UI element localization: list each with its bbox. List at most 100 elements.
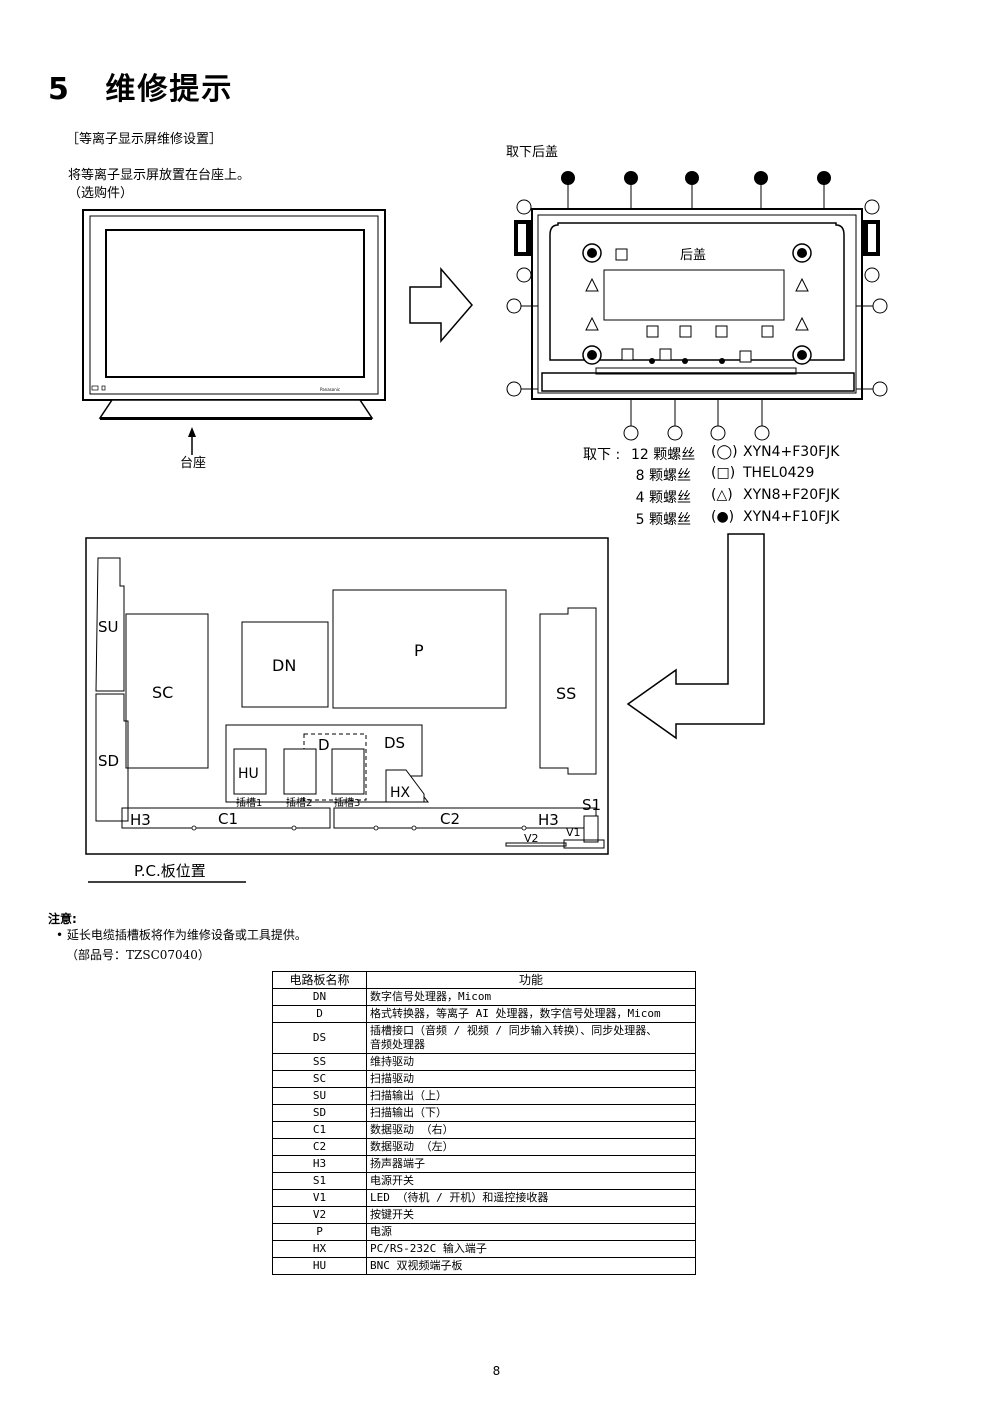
table-cell-board: SD <box>272 1104 367 1122</box>
setup-heading: ［等离子显示屏维修设置］ <box>66 132 223 147</box>
table-cell-board: DN <box>272 988 367 1006</box>
header-function: 功能 <box>366 971 696 989</box>
indicator-icon <box>101 385 106 391</box>
board-c1: C1 <box>218 810 238 828</box>
board-ss: SS <box>556 684 576 703</box>
note-line-2: （部品号：TZSC07040） <box>66 948 210 962</box>
table-cell-board: D <box>272 1005 367 1023</box>
back-chassis <box>531 208 863 400</box>
screw-open-group <box>506 199 888 441</box>
table-cell-function: 维持驱动 <box>366 1053 696 1071</box>
table-cell-function: 扬声器端子 <box>366 1155 696 1173</box>
table-cell-function: 扫描输出（下） <box>366 1104 696 1122</box>
board-h3-right: H3 <box>538 811 559 829</box>
screw-count-3: 4 颗螺丝 <box>635 490 691 506</box>
slot-1-label: 插槽1 <box>236 796 262 809</box>
table-cell-board: DS <box>272 1022 367 1054</box>
page-number: 8 <box>492 1364 501 1378</box>
tv-stand-base <box>98 399 374 419</box>
board-p: P <box>414 641 424 660</box>
board-su: SU <box>98 618 119 636</box>
table-cell-board: H3 <box>272 1155 367 1173</box>
tv-screen <box>105 229 365 378</box>
screw-square-group <box>615 248 774 363</box>
screw-filled-top-group <box>561 171 831 211</box>
table-cell-function: 扫描驱动 <box>366 1070 696 1088</box>
screw-symbol-3: (△) <box>711 487 733 503</box>
table-cell-function: 电源 <box>366 1223 696 1241</box>
section-heading: 维修提示 <box>105 72 234 107</box>
table-cell-board: HU <box>272 1257 367 1275</box>
tv-back-illustration: 后盖 <box>506 171 888 441</box>
board-h3-left: H3 <box>130 811 151 829</box>
slot-2-label: 插槽2 <box>286 796 312 809</box>
table-cell-board: C1 <box>272 1121 367 1139</box>
optional-note: （选购件） <box>68 186 134 201</box>
note-title: 注意: <box>48 912 77 926</box>
screw-part-3: XYN8+F20FJK <box>743 487 840 503</box>
table-cell-board: S1 <box>272 1172 367 1190</box>
screw-count-4: 5 颗螺丝 <box>635 512 691 528</box>
down-left-arrow-icon <box>626 533 765 740</box>
board-hu: HU <box>238 766 259 782</box>
table-cell-function: 扫描输出（上） <box>366 1087 696 1105</box>
table-cell-board: P <box>272 1223 367 1241</box>
screw-part-2: THEL0429 <box>743 465 815 481</box>
table-cell-function: 数据驱动 （左） <box>366 1138 696 1156</box>
table-cell-function: BNC 双视频端子板 <box>366 1257 696 1275</box>
header-board-name: 电路板名称 <box>272 971 367 989</box>
tv-bezel-inner <box>89 215 379 395</box>
table-cell-board: C2 <box>272 1138 367 1156</box>
board-v2: V2 <box>524 832 539 845</box>
tv-brand-logo: Panasonic <box>320 387 340 392</box>
board-sd: SD <box>98 752 119 770</box>
power-button-icon <box>91 385 99 391</box>
pcb-caption: P.C.板位置 <box>134 862 206 880</box>
screw-symbol-1: (◯) <box>711 444 738 460</box>
tv-front-illustration: Panasonic 台座 <box>82 209 386 471</box>
table-cell-board: SC <box>272 1070 367 1088</box>
screw-list-prefix: 取下 : <box>583 447 621 463</box>
pcb-layout-diagram: SU SD SC DN P SS D DS HU HX 插槽1 插槽2 插槽3 … <box>85 537 609 883</box>
stand-label: 台座 <box>180 456 206 471</box>
table-cell-function: PC/RS-232C 输入端子 <box>366 1240 696 1258</box>
table-cell-function: 插槽接口（音频 / 视频 / 同步输入转换）、同步处理器、 音频处理器 <box>366 1022 696 1054</box>
screw-triangle-group <box>585 277 809 331</box>
table-cell-function: 数字信号处理器，Micom <box>366 988 696 1006</box>
table-cell-function: 按键开关 <box>366 1206 696 1224</box>
back-cover <box>549 222 845 361</box>
remove-cover-label: 取下后盖 <box>506 145 559 160</box>
table-cell-board: SU <box>272 1087 367 1105</box>
screw-symbol-2: (□) <box>711 465 736 481</box>
board-v1: V1 <box>566 826 581 839</box>
board-sc: SC <box>152 683 173 702</box>
table-cell-function: 数据驱动 （右） <box>366 1121 696 1139</box>
tv-stand-shadow <box>100 417 372 420</box>
table-cell-board: V2 <box>272 1206 367 1224</box>
slot-3-label: 插槽3 <box>334 796 360 809</box>
pcb-frame <box>85 537 609 855</box>
back-cover-label: 后盖 <box>680 248 706 263</box>
table-header-row: 电路板名称 功能 <box>272 971 696 989</box>
table-cell-function: 电源开关 <box>366 1172 696 1190</box>
table-cell-board: HX <box>272 1240 367 1258</box>
table-cell-board: V1 <box>272 1189 367 1207</box>
table-cell-function: 格式转换器，等离子 AI 处理器，数字信号处理器，Micom <box>366 1005 696 1023</box>
table-cell-board: SS <box>272 1053 367 1071</box>
stand-arrow-icon <box>188 427 196 437</box>
